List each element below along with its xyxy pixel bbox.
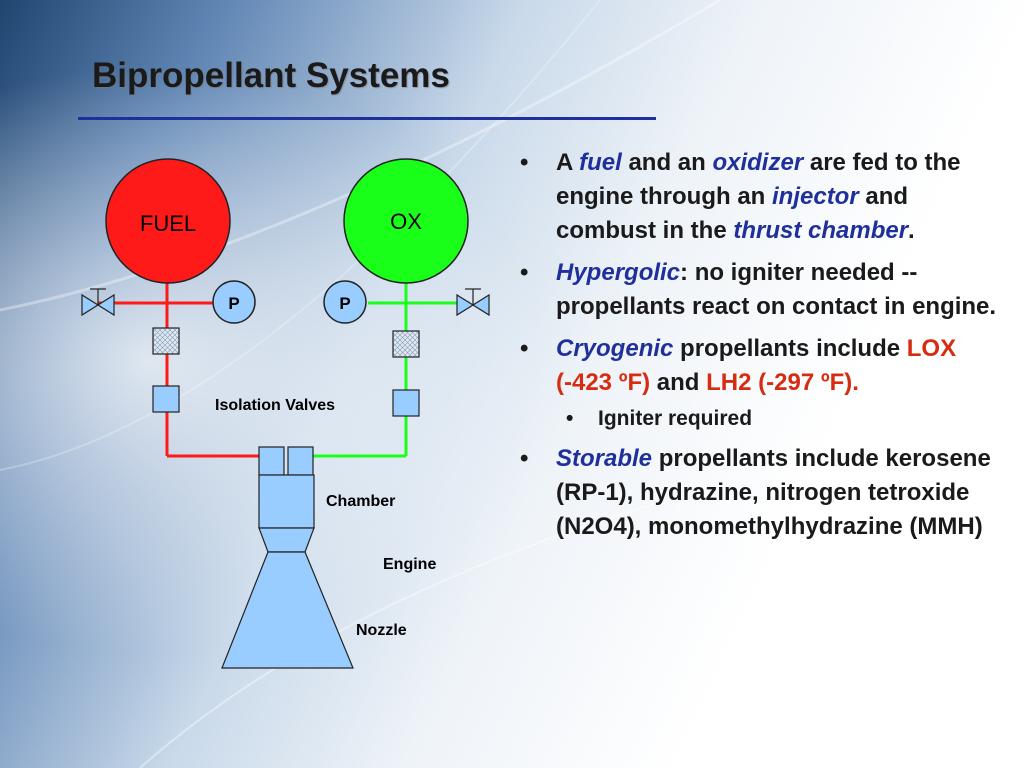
bullet-list: A fuel and an oxidizer are fed to the en… [508, 146, 998, 552]
ox-line [300, 282, 470, 458]
bullet-fuel-oxidizer: A fuel and an oxidizer are fed to the en… [508, 146, 998, 248]
ox-tank [343, 158, 469, 284]
ox-injector-manifold [287, 446, 314, 476]
highlight-lh2: LH2 (-297 ºF). [706, 369, 859, 396]
bipropellant-diagram: FUEL OX P P [81, 158, 490, 669]
text: propellants include kerosene (RP-1), hyd… [556, 445, 991, 540]
nozzle-label: Nozzle [356, 622, 407, 639]
keyword-thrust-chamber: thrust chamber [733, 217, 909, 244]
fuel-filter [152, 327, 180, 355]
chamber-label: Chamber [326, 493, 395, 510]
engine-label: Engine [383, 556, 436, 573]
fuel-isolation-valve [152, 385, 180, 413]
highlight-lox: LOX (-423 ºF) [556, 335, 957, 396]
slide-title: Bipropellant Systems [92, 56, 450, 95]
keyword-oxidizer: oxidizer [712, 149, 804, 176]
ox-filter [392, 330, 420, 358]
title-underline [78, 117, 656, 120]
right-vent-valve-icon [456, 288, 490, 317]
thrust-chamber [258, 474, 315, 529]
fuel-line [98, 282, 270, 458]
ox-isolation-valve [392, 389, 420, 417]
fuel-injector-manifold [258, 446, 285, 476]
text: and an [621, 149, 713, 176]
keyword-hypergolic: Hypergolic [556, 259, 681, 286]
keyword-fuel: fuel [579, 149, 622, 176]
text: A [556, 149, 580, 176]
left-vent-valve-icon [81, 288, 115, 317]
text: : no igniter needed -- propellants react… [556, 259, 997, 320]
bullet-hypergolic: Hypergolic: no igniter needed -- propell… [508, 256, 998, 324]
pressure-gauge-right-label: P [339, 294, 350, 313]
pressure-gauge-left [212, 280, 256, 324]
nozzle [221, 551, 354, 669]
text: are fed to the engine through an [556, 149, 961, 210]
bullet-storable: Storable propellants include kerosene (R… [508, 442, 998, 544]
isolation-valves-label: Isolation Valves [215, 397, 335, 414]
text: . [908, 217, 915, 244]
nozzle-throat [258, 527, 315, 553]
keyword-storable: Storable [556, 445, 653, 472]
keyword-injector: injector [772, 183, 859, 210]
bullet-cryogenic: Cryogenic propellants include LOX (-423 … [508, 332, 998, 400]
text: propellants include [673, 335, 907, 362]
text: and [650, 369, 707, 396]
ox-tank-label: OX [390, 209, 422, 234]
pressure-gauge-left-label: P [228, 294, 239, 313]
fuel-tank [105, 158, 231, 284]
keyword-cryogenic: Cryogenic [556, 335, 674, 362]
sub-bullet-igniter: Igniter required [508, 404, 998, 434]
fuel-tank-label: FUEL [140, 211, 196, 236]
pressure-gauge-right [323, 280, 367, 324]
text: and combust in the [556, 183, 909, 244]
